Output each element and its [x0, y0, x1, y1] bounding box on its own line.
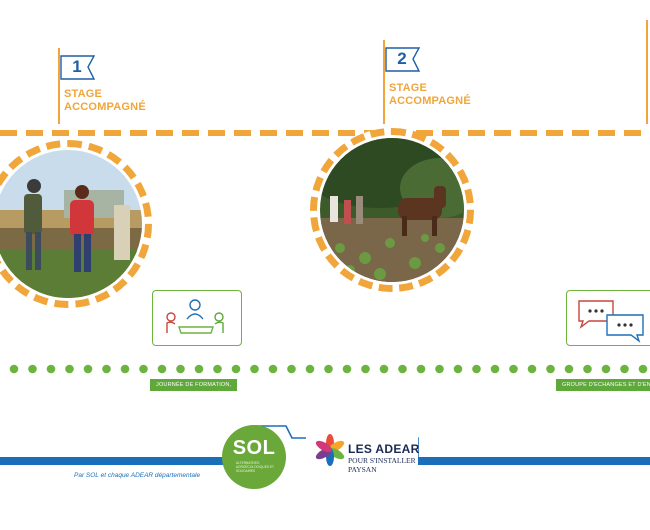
timeline-dot [583, 364, 592, 374]
stage-timeline [0, 130, 650, 136]
timeline-dot [157, 364, 167, 374]
timeline-dot [213, 364, 222, 374]
timeline-dot [342, 364, 352, 374]
flower-icon [315, 434, 345, 466]
timeline-dot [120, 364, 130, 374]
timeline-dot [435, 364, 444, 374]
timeline-dot [65, 364, 74, 374]
timeline-dot [287, 364, 296, 374]
sol-logo-title: SOL [232, 437, 276, 459]
sol-logo: SOL ALTERNATIVES AGROÉCOLOGIQUES ET SOLI… [222, 425, 286, 489]
adear-logo-subtitle-line1: POUR S'INSTALLER [348, 456, 416, 465]
timeline-dot [472, 364, 481, 374]
activity-label-1: JOURNÉE DE FORMATION, [150, 379, 238, 391]
timeline-dot [509, 364, 518, 374]
timeline-dot [250, 364, 259, 374]
milestone-pole-1 [58, 48, 60, 124]
milestone-flag-2: 2 [385, 46, 421, 74]
activity-timeline [9, 364, 648, 374]
timeline-dot [416, 364, 426, 374]
timeline-dot [231, 364, 241, 374]
milestone-label-1-line2: ACCOMPAGNÉ [64, 101, 146, 113]
adear-logo-subtitle: POUR S'INSTALLER PAYSAN [348, 456, 416, 474]
timeline-dot [324, 364, 333, 374]
training-day-box [152, 290, 242, 346]
activity-label-2: GROUPE D'ECHANGES ET D'ENTR [556, 379, 650, 391]
timeline-dot [398, 364, 407, 374]
timeline-dot [490, 364, 500, 374]
meeting-table-icon [166, 299, 224, 334]
timeline-dot [361, 364, 370, 374]
milestone-label-2: STAGE ACCOMPAGNÉ [389, 82, 471, 108]
horse-field-photo [320, 138, 464, 282]
timeline-dot [305, 364, 315, 374]
milestone-flag-1: 1 [60, 54, 96, 82]
timeline-dot [564, 364, 574, 374]
milestone-label-2-line2: ACCOMPAGNÉ [389, 95, 471, 107]
chat-bubbles-icon [578, 300, 644, 343]
timeline-dot [102, 364, 111, 374]
timeline-dot [83, 364, 93, 374]
milestone-label-1-line1: STAGE [64, 88, 103, 100]
partners-caption: Par SOL et chaque ADEAR départementale [74, 472, 201, 479]
milestone-pole-3 [646, 20, 648, 124]
blue-bar-left [0, 457, 226, 465]
timeline-dot [379, 364, 389, 374]
milestone-label-1: STAGE ACCOMPAGNÉ [64, 88, 146, 114]
exchange-group-box [566, 290, 650, 346]
timeline-dot [638, 364, 648, 374]
timeline-dot [28, 364, 37, 374]
milestone-number-1: 1 [72, 57, 82, 76]
adear-logo-subtitle-line2: PAYSAN [348, 465, 377, 474]
blue-bar-right [418, 457, 650, 465]
timeline-dot [601, 364, 611, 374]
timeline-dot [9, 364, 19, 374]
timeline-dot [527, 364, 537, 374]
timeline-dot [268, 364, 278, 374]
milestone-label-2-line1: STAGE [389, 82, 428, 94]
timeline-dot [546, 364, 555, 374]
timeline-dot [453, 364, 463, 374]
timeline-dot [194, 364, 204, 374]
milestone-pole-2 [383, 40, 385, 124]
timeline-dot [46, 364, 56, 374]
garden-photo [0, 150, 142, 298]
timeline-dot [139, 364, 148, 374]
timeline-dot [620, 364, 629, 374]
milestone-number-2: 2 [397, 49, 407, 68]
sol-logo-subtitle: ALTERNATIVES AGROÉCOLOGIQUES ET SOLIDAIR… [236, 461, 274, 473]
adear-logo-title: LES ADEAR [348, 442, 420, 456]
timeline-dot [176, 364, 185, 374]
adear-logo: LES ADEAR POUR S'INSTALLER PAYSAN [306, 428, 420, 486]
